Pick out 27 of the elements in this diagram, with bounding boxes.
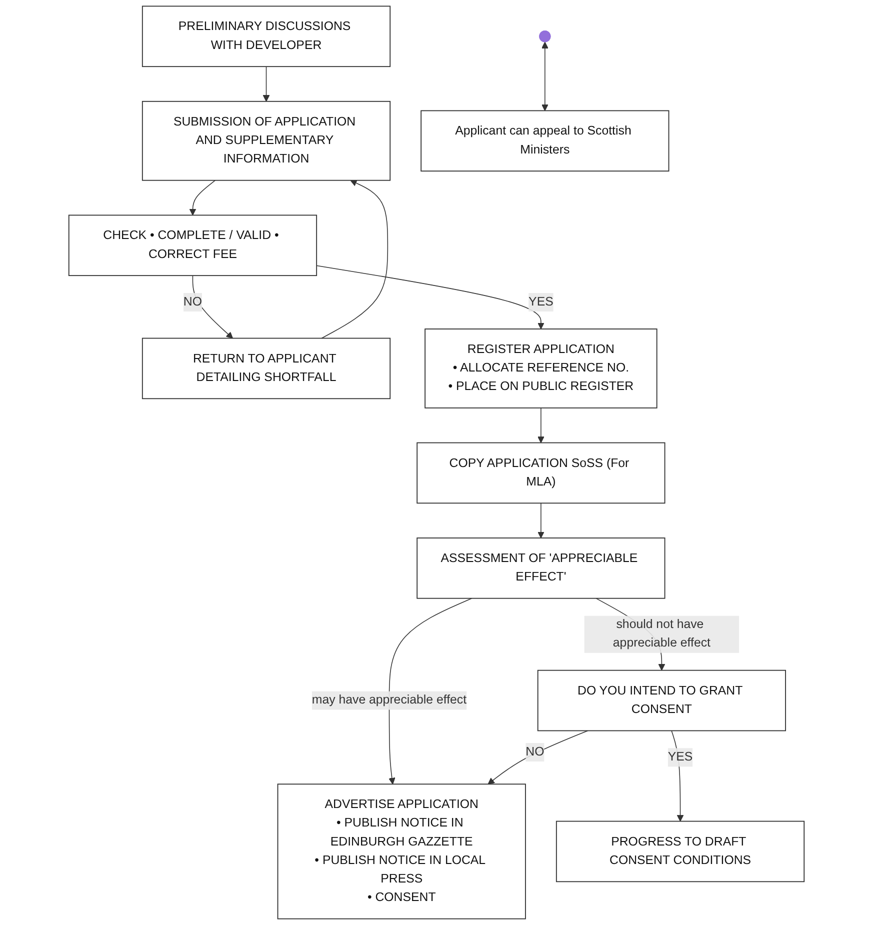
arrow	[262, 66, 270, 102]
node-box: REGISTER APPLICATION • ALLOCATE REFERENCE NO. • PLACE ON PUBLIC REGISTER	[424, 328, 658, 408]
arrow	[192, 275, 234, 339]
node-box: Applicant can appeal to Scottish Ministers	[420, 110, 670, 172]
node-box: COPY APPLICATION SoSS (For MLA)	[416, 442, 666, 504]
arrow	[321, 180, 388, 339]
edge-label: NO	[526, 745, 544, 758]
arrow	[316, 265, 544, 330]
arrow	[538, 502, 544, 538]
node-box: PRELIMINARY DISCUSSIONS WITH DEVELOPER	[142, 6, 391, 68]
edge-label: YES	[528, 295, 554, 308]
edge-label: should not have appreciable effect	[612, 618, 710, 650]
arrow	[538, 408, 544, 444]
node-box: ADVERTISE APPLICATION • PUBLISH NOTICE IN EDINBURGH GAZZETTE • PUBLISH NOTICE IN LOCAL PRESS • CONSENT	[277, 784, 526, 920]
arrow	[189, 180, 216, 216]
arrow	[488, 730, 588, 784]
arrow	[388, 598, 472, 784]
node-box: ASSESSMENT OF 'APPRECIABLE EFFECT'	[416, 538, 666, 599]
node-box: PROGRESS TO DRAFT CONSENT CONDITIONS	[556, 820, 805, 882]
arrow	[542, 42, 548, 111]
node-box: CHECK • COMPLETE / VALID • CORRECT FEE	[68, 214, 318, 276]
edge-label: may have appreciable effect	[312, 694, 467, 707]
edge-label: YES	[668, 750, 693, 764]
edge-label: NO	[183, 295, 202, 308]
node-box: RETURN TO APPLICANT DETAILING SHORTFALL	[142, 338, 391, 400]
node-box: DO YOU INTEND TO GRANT CONSENT	[537, 670, 786, 732]
node-box: SUBMISSION OF APPLICATION AND SUPPLEMENTARY INFORMATION	[142, 100, 391, 181]
